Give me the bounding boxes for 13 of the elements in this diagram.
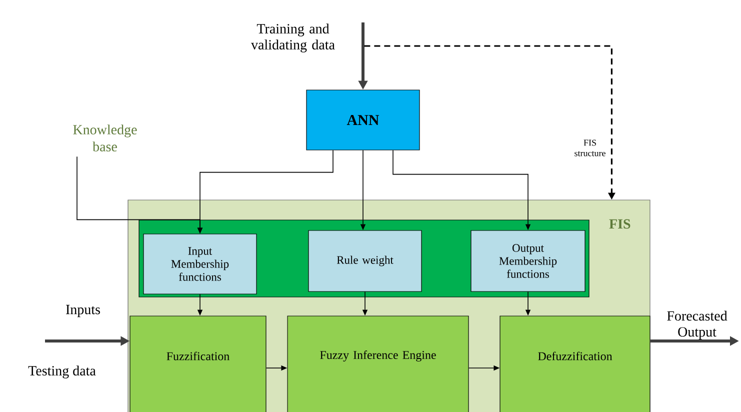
edge-label: Inputs [66, 304, 100, 318]
process-box: Fuzzification [130, 316, 266, 412]
data-label: Training and validating data [251, 24, 335, 52]
process-box: Defuzzification [500, 316, 650, 412]
ann-box: ANN [306, 90, 420, 150]
process-box: Fuzzy Inference Engine [287, 316, 469, 412]
edge-label: FIS structure [574, 140, 606, 156]
process-box: Input Membership functions [143, 234, 257, 294]
knowledge-base-label: Knowledge base [73, 124, 137, 152]
edge-label: Forecasted Output [667, 310, 728, 340]
text-label: Testing data [28, 366, 96, 378]
process-box: Rule weight [308, 230, 422, 292]
process-box: Output Membership functions [470, 230, 586, 292]
